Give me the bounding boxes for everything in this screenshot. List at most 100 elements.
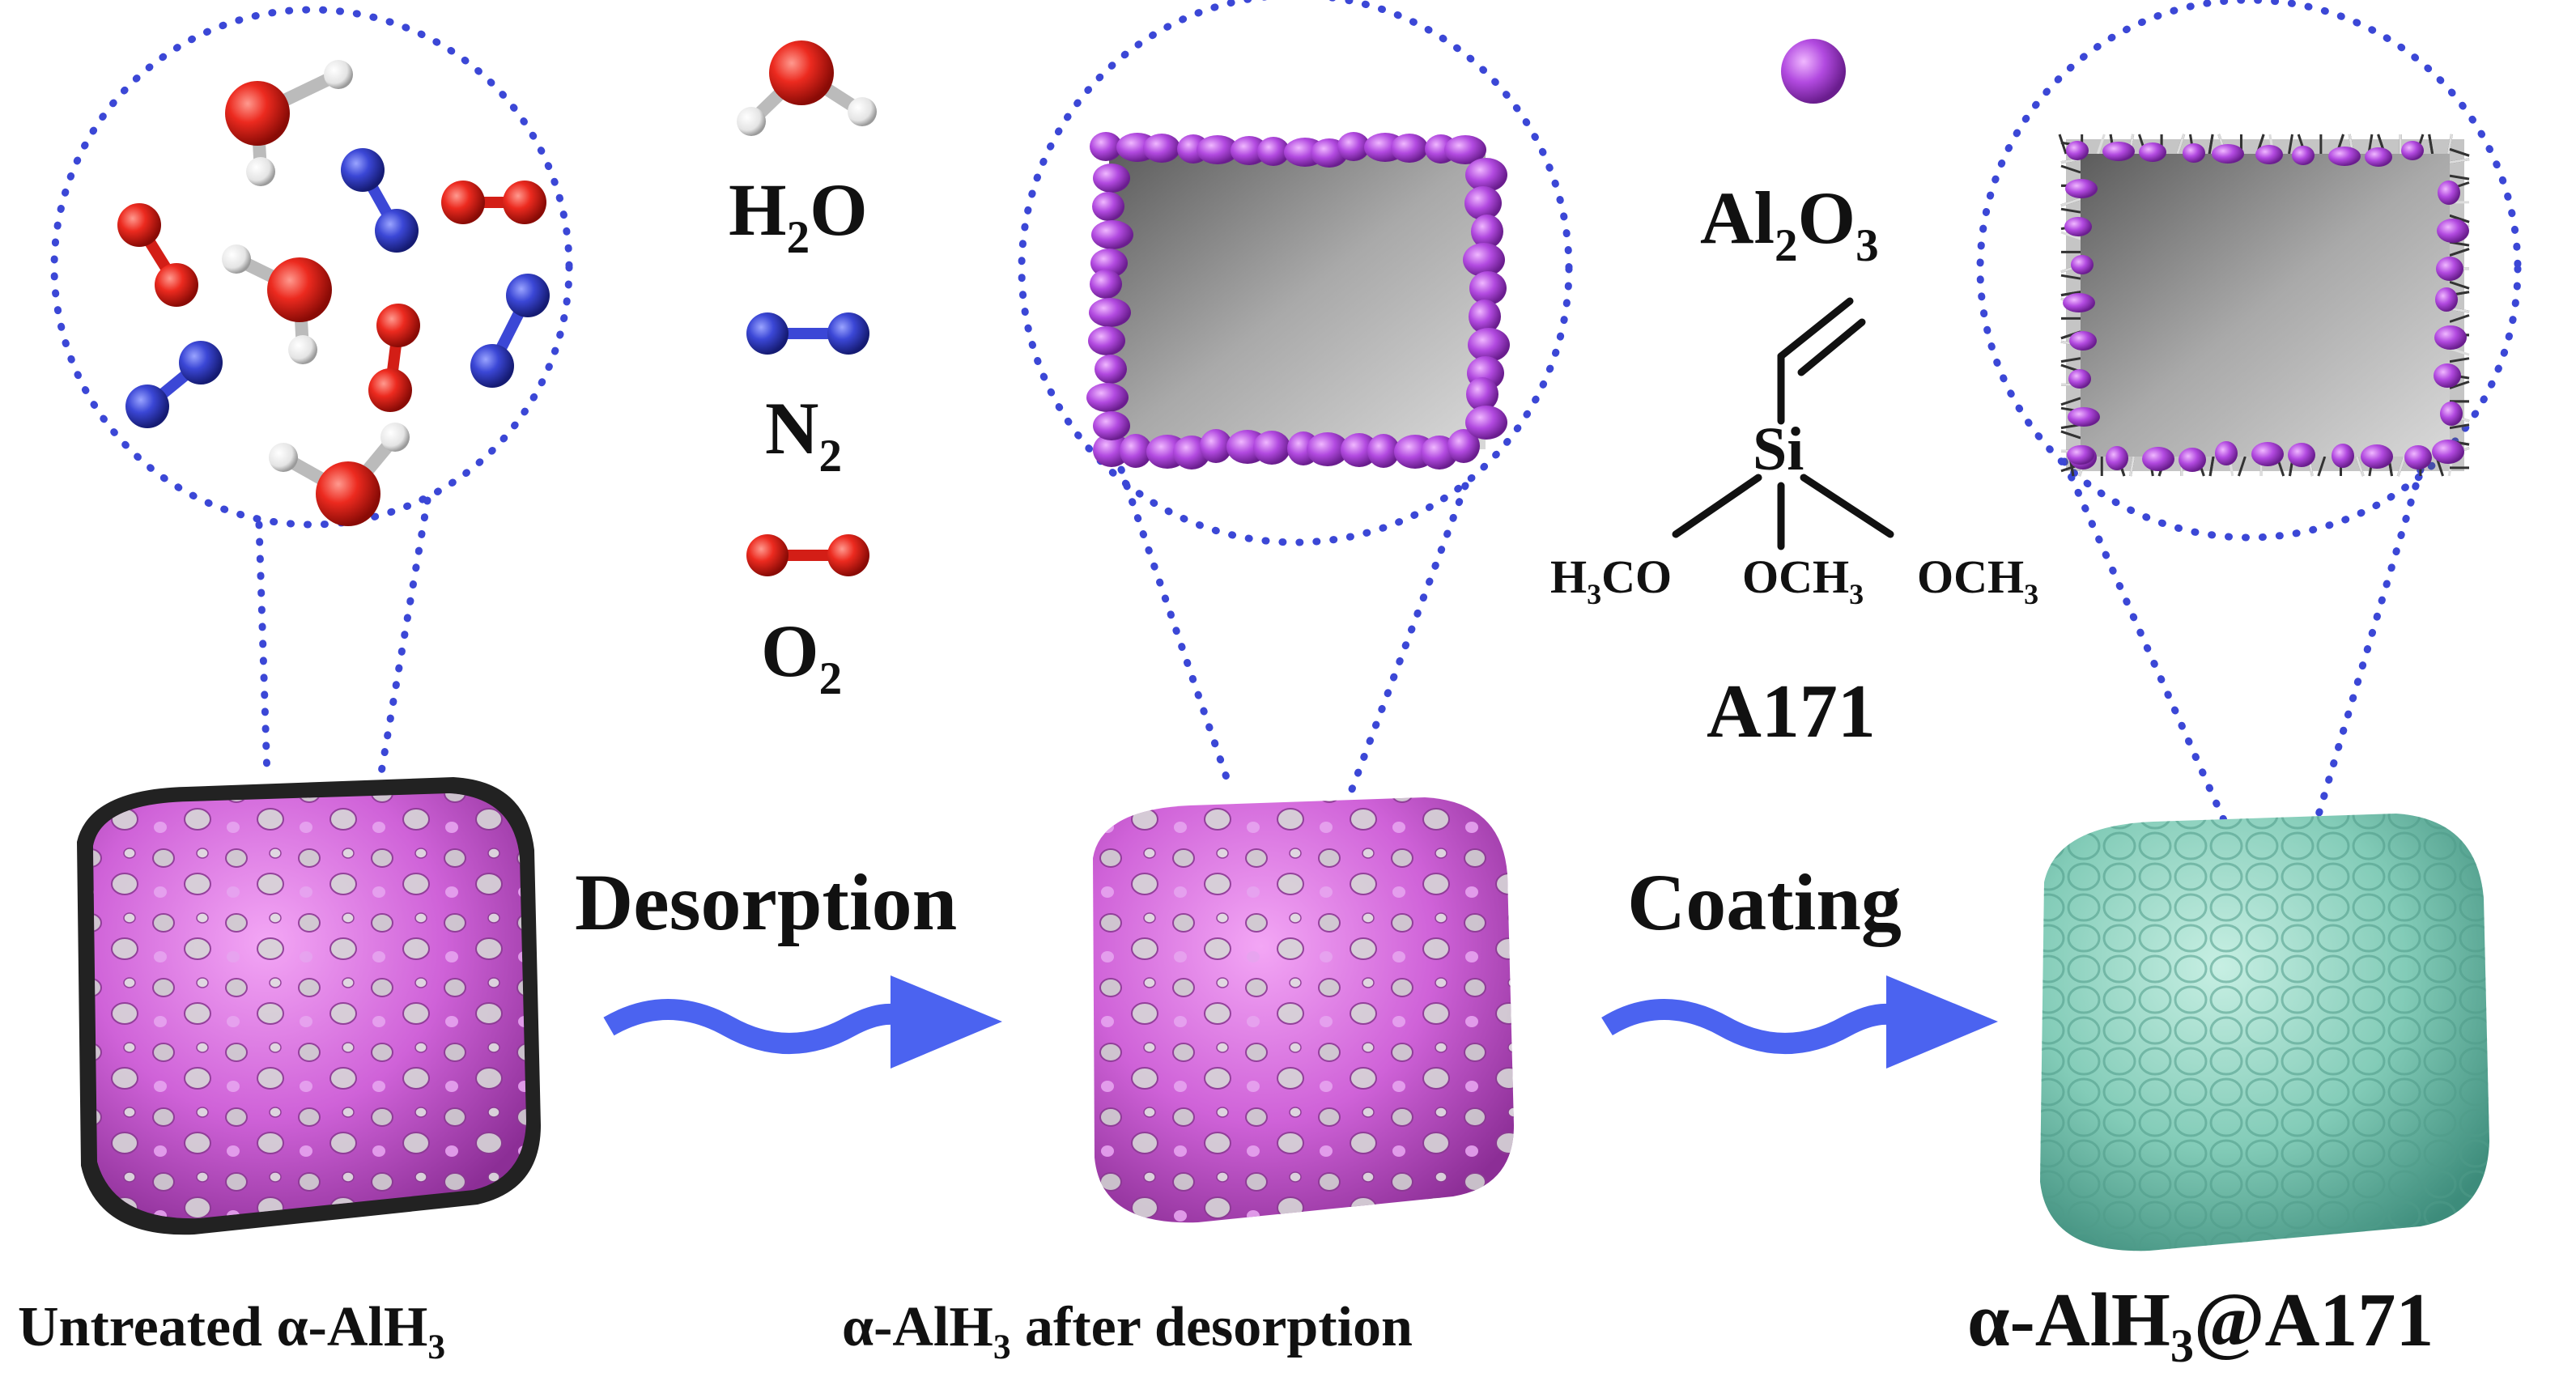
alumina-particle [1231, 136, 1268, 165]
silane-chain [2060, 291, 2081, 297]
alumina-particle [2432, 440, 2464, 464]
alumina-particle [2106, 446, 2128, 470]
si-atom-label: Si [1753, 415, 1804, 483]
alumina-particle [1090, 270, 1122, 299]
alumina-particle [2365, 147, 2392, 167]
oxygen-molecule [368, 304, 420, 412]
water-molecule [222, 244, 332, 364]
alumina-particle [1090, 132, 1122, 161]
step-coating-label: Coating [1627, 857, 1902, 947]
alumina-particle [1088, 326, 1125, 355]
alumina-particle [2332, 444, 2354, 468]
silane-chain [2060, 274, 2081, 280]
silane-chain [2355, 456, 2365, 477]
alumina-particle [1444, 135, 1486, 164]
alumina-particle [2434, 363, 2461, 388]
desorption-arrow [603, 975, 1002, 1069]
alumina-particle [2102, 142, 2135, 161]
alumina-particle [2251, 442, 2284, 466]
caption-untreated: Untreated α-AlH3 [18, 1296, 445, 1366]
alumina-particles [1086, 132, 1510, 470]
silane-chain [2237, 456, 2247, 477]
alumina-particle [2071, 255, 2094, 274]
silane-chain [2449, 174, 2470, 181]
oxygen-molecule [117, 203, 198, 307]
silane-chain [2060, 207, 2081, 214]
silane-chain [2396, 456, 2406, 477]
alumina-particle [1469, 271, 1507, 305]
silane-chain [2060, 231, 2081, 240]
alumina-particle [1093, 164, 1130, 193]
alumina-particle [2212, 144, 2244, 164]
alumina-particle [1253, 431, 1290, 465]
alumina-particle [1463, 243, 1505, 277]
alumina-particle [2063, 293, 2095, 312]
silane-chain [2317, 456, 2327, 477]
alumina-particle [2436, 257, 2463, 281]
alumina-particle [2292, 146, 2315, 165]
methoxy-right-label: OCH3 [1917, 550, 2038, 610]
a171-structure [1672, 297, 1894, 550]
silane-chain [2176, 134, 2186, 155]
coating-arrow [1601, 975, 1998, 1069]
alumina-particle [2404, 445, 2432, 470]
silane-chain [2449, 214, 2470, 223]
nitrogen-molecule [125, 341, 223, 428]
silane-chain [2449, 158, 2470, 164]
silane-chain [2449, 380, 2470, 389]
coated-particle [2040, 814, 2489, 1251]
silane-chain [2288, 134, 2293, 155]
silane-chain [2060, 198, 2081, 207]
legend-al2o3-label: Al2O3 [1700, 176, 1879, 271]
core-square [2081, 154, 2450, 457]
silane-chain [2208, 456, 2215, 477]
silane-chain [2446, 134, 2453, 155]
alumina-particle [2440, 402, 2463, 426]
alumina-particle [1090, 249, 1128, 278]
silane-chain [2449, 357, 2470, 363]
silane-chain [2060, 357, 2081, 363]
alumina-particle [1447, 429, 1480, 463]
legend-o2-label: O2 [761, 610, 842, 704]
alumina-particle [1257, 137, 1290, 166]
alumina-particle [1466, 377, 1498, 411]
alumina-particle [2139, 142, 2166, 162]
alumina-particle [1089, 298, 1131, 327]
alumina-particle [1337, 132, 1370, 161]
water-molecule [269, 423, 410, 526]
alumina-particle [2361, 444, 2393, 469]
alumina-particle [2288, 443, 2315, 467]
alumina-particle [1143, 134, 1180, 163]
silane-chain [2449, 423, 2470, 430]
alumina-particle [1092, 192, 1124, 221]
alumina-particle [2215, 441, 2238, 465]
alumina-particle [2255, 145, 2283, 164]
legend-nitrogen [746, 312, 869, 355]
alumina-particle [1469, 300, 1501, 334]
silane-chain [2060, 430, 2081, 440]
alumina-particle [1465, 406, 1507, 440]
silane-chain [2096, 134, 2106, 155]
water-molecule [225, 60, 353, 186]
nitrogen-molecule [341, 148, 419, 253]
alumina-particle [2401, 141, 2424, 160]
zoom-circle-molecules [50, 6, 573, 781]
core-square [1109, 150, 1486, 449]
alumina-particle [2068, 369, 2091, 389]
alumina-particle [1086, 383, 1129, 412]
legend-h2o-label: H2O [729, 168, 868, 263]
alumina-particle [2066, 141, 2089, 160]
alumina-particle [2142, 447, 2174, 471]
alumina-particle [1341, 433, 1378, 467]
silane-chain [2449, 147, 2470, 157]
silane-chain [2129, 456, 2136, 477]
alumina-particle [2065, 179, 2098, 198]
alumina-particle [1367, 434, 1400, 468]
nitrogen-molecule [470, 274, 550, 388]
desorbed-particle [1093, 797, 1514, 1223]
alumina-particle [2183, 143, 2205, 163]
alumina-particles [2063, 141, 2469, 472]
silane-chain [2449, 314, 2470, 323]
alumina-particle [2438, 181, 2460, 205]
alumina-particle [2179, 448, 2206, 472]
